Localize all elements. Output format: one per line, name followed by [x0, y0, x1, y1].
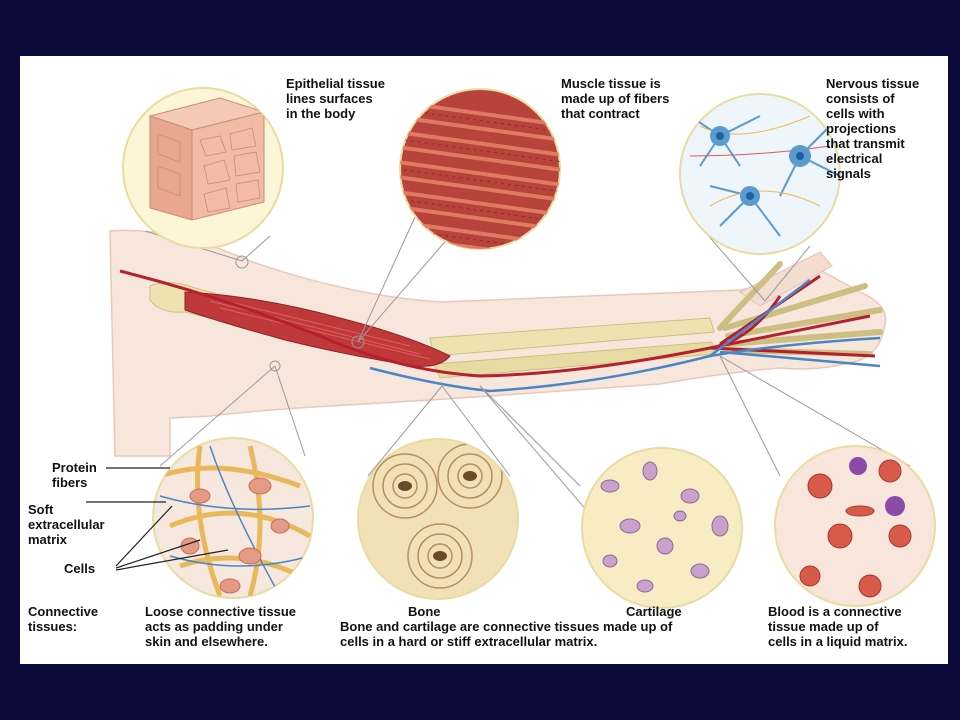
diagram-panel: Epithelial tissue lines surfaces in the … — [20, 56, 948, 664]
muscle-striations — [204, 295, 431, 360]
tissue-diagram — [109, 87, 936, 609]
bone-tissue-circle — [357, 438, 519, 600]
nervous-tissue-circle — [679, 93, 841, 255]
label-connective-tissues: Connective tissues: — [28, 604, 99, 634]
label-bone-cartilage: Bone and cartilage are connective tissue… — [340, 619, 673, 649]
label-soft-matrix: Soft extracellular matrix — [28, 502, 105, 547]
vein — [369, 279, 881, 393]
label-protein-fibers: Protein fibers — [52, 460, 97, 490]
cartilage-tissue-circle — [581, 447, 743, 609]
artery — [119, 269, 876, 378]
muscle-tissue-circle — [399, 88, 561, 250]
label-nervous: Nervous tissue consists of cells with pr… — [826, 76, 920, 181]
label-bone: Bone — [408, 604, 441, 619]
label-epithelial: Epithelial tissue lines surfaces in the … — [286, 76, 385, 121]
label-muscle: Muscle tissue is made up of fibers that … — [561, 76, 670, 121]
blood-tissue-circle — [774, 445, 936, 607]
loose-connective-tissue-circle — [152, 437, 314, 599]
label-loose-connective: Loose connective tissue acts as padding … — [145, 604, 296, 649]
finger-outline — [739, 251, 833, 307]
epithelial-tissue-circle — [122, 87, 284, 249]
label-cartilage: Cartilage — [626, 604, 682, 619]
label-cells: Cells — [64, 561, 96, 576]
label-blood: Blood is a connective tissue made up of … — [768, 604, 908, 649]
